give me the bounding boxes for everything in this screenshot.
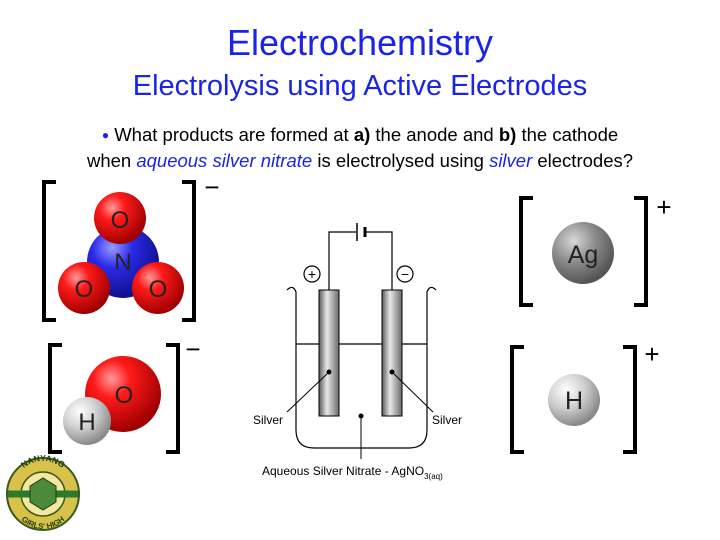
question-label-b: b) <box>498 124 517 145</box>
solution-label: Aqueous Silver Nitrate - AgNO3(aq) <box>262 464 443 481</box>
solution-label-text: Aqueous Silver Nitrate - AgNO <box>262 464 424 478</box>
bracket-right <box>182 180 196 322</box>
atom-label: Ag <box>568 241 599 269</box>
hydrogen-atom <box>63 397 111 445</box>
logo-emblem-icon <box>29 477 57 511</box>
question-part: What products are formed at <box>114 124 354 145</box>
wire <box>328 231 356 290</box>
atom-label: O <box>75 276 94 303</box>
cathode-electrode <box>381 289 403 417</box>
charge-label: − <box>204 172 219 202</box>
question-part: electrodes? <box>532 150 634 171</box>
nitrate-ion: O N O O − <box>42 172 220 322</box>
pointer-dot <box>389 369 395 375</box>
highlight-electrode: silver <box>489 150 533 171</box>
solution-label-subscript: 3(aq) <box>424 472 443 481</box>
atom-label: O <box>111 207 130 234</box>
anode-sign-icon <box>303 265 321 283</box>
highlight-solution: aqueous silver nitrate <box>136 150 313 171</box>
hydrogen-atom <box>548 374 600 426</box>
cathode-sign: − <box>401 266 409 282</box>
question-text: ● What products are formed at a) the ano… <box>20 122 700 173</box>
oxygen-atom <box>58 262 110 314</box>
bracket-right <box>623 345 637 454</box>
pointer-line <box>391 371 434 413</box>
bracket-left <box>48 343 62 454</box>
anode-sign: + <box>308 266 316 282</box>
cathode-sign-icon <box>396 265 414 283</box>
slide-subtitle: Electrolysis using Active Electrodes <box>132 70 588 102</box>
charge-label: + <box>656 192 671 222</box>
atom-label: O <box>115 382 134 409</box>
atom-label: H <box>565 387 583 415</box>
pointer-dot <box>358 413 364 419</box>
anode-electrode <box>318 289 340 417</box>
bracket-left <box>510 345 524 454</box>
charge-label: + <box>644 339 659 369</box>
left-electrode-label: Silver <box>253 413 283 427</box>
hydroxide-ion: O H − <box>48 334 201 454</box>
oxygen-atom <box>132 262 184 314</box>
electrolysis-apparatus: + − Silver Silver Aqueous Silver Nitrate… <box>253 223 462 481</box>
question-part: the anode and <box>370 124 499 145</box>
school-logo: NANYANG GIRLS' HIGH <box>6 453 80 531</box>
wire <box>366 231 393 290</box>
pointer-dot <box>326 369 332 375</box>
silver-atom <box>552 222 614 284</box>
right-electrode-label: Silver <box>432 413 462 427</box>
bracket-left <box>519 196 533 307</box>
oxygen-atom <box>94 192 146 244</box>
atom-label: N <box>114 249 131 276</box>
atom-label: O <box>149 276 168 303</box>
slide-title: Electrochemistry <box>226 22 494 63</box>
bracket-right <box>634 196 648 307</box>
atom-label: H <box>78 409 95 436</box>
bullet-icon: ● <box>101 128 110 142</box>
question-part: is electrolysed using <box>312 150 490 171</box>
bracket-left <box>42 180 56 322</box>
question-part: when <box>86 150 137 171</box>
silver-ion: Ag + <box>519 192 672 307</box>
question-label-a: a) <box>353 124 371 145</box>
hydrogen-ion: H + <box>510 339 660 454</box>
bracket-right <box>166 343 180 454</box>
charge-label: − <box>185 334 200 364</box>
pointer-line <box>286 371 330 413</box>
question-part: the cathode <box>516 124 619 145</box>
